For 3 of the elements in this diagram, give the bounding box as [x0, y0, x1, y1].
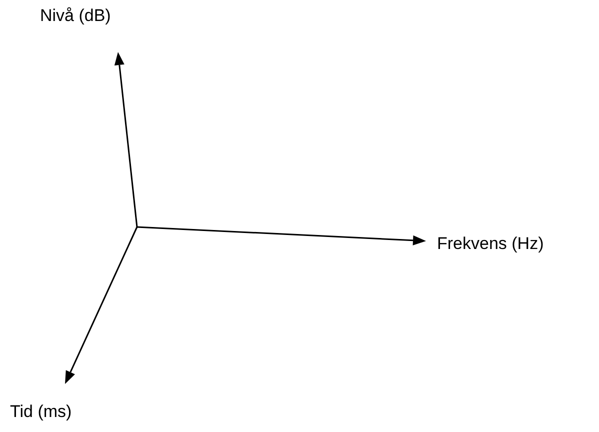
axis-label: Tid (ms) — [10, 402, 72, 422]
axis-label: Nivå (dB) — [40, 6, 111, 26]
axis-label: Frekvens (Hz) — [437, 234, 544, 254]
